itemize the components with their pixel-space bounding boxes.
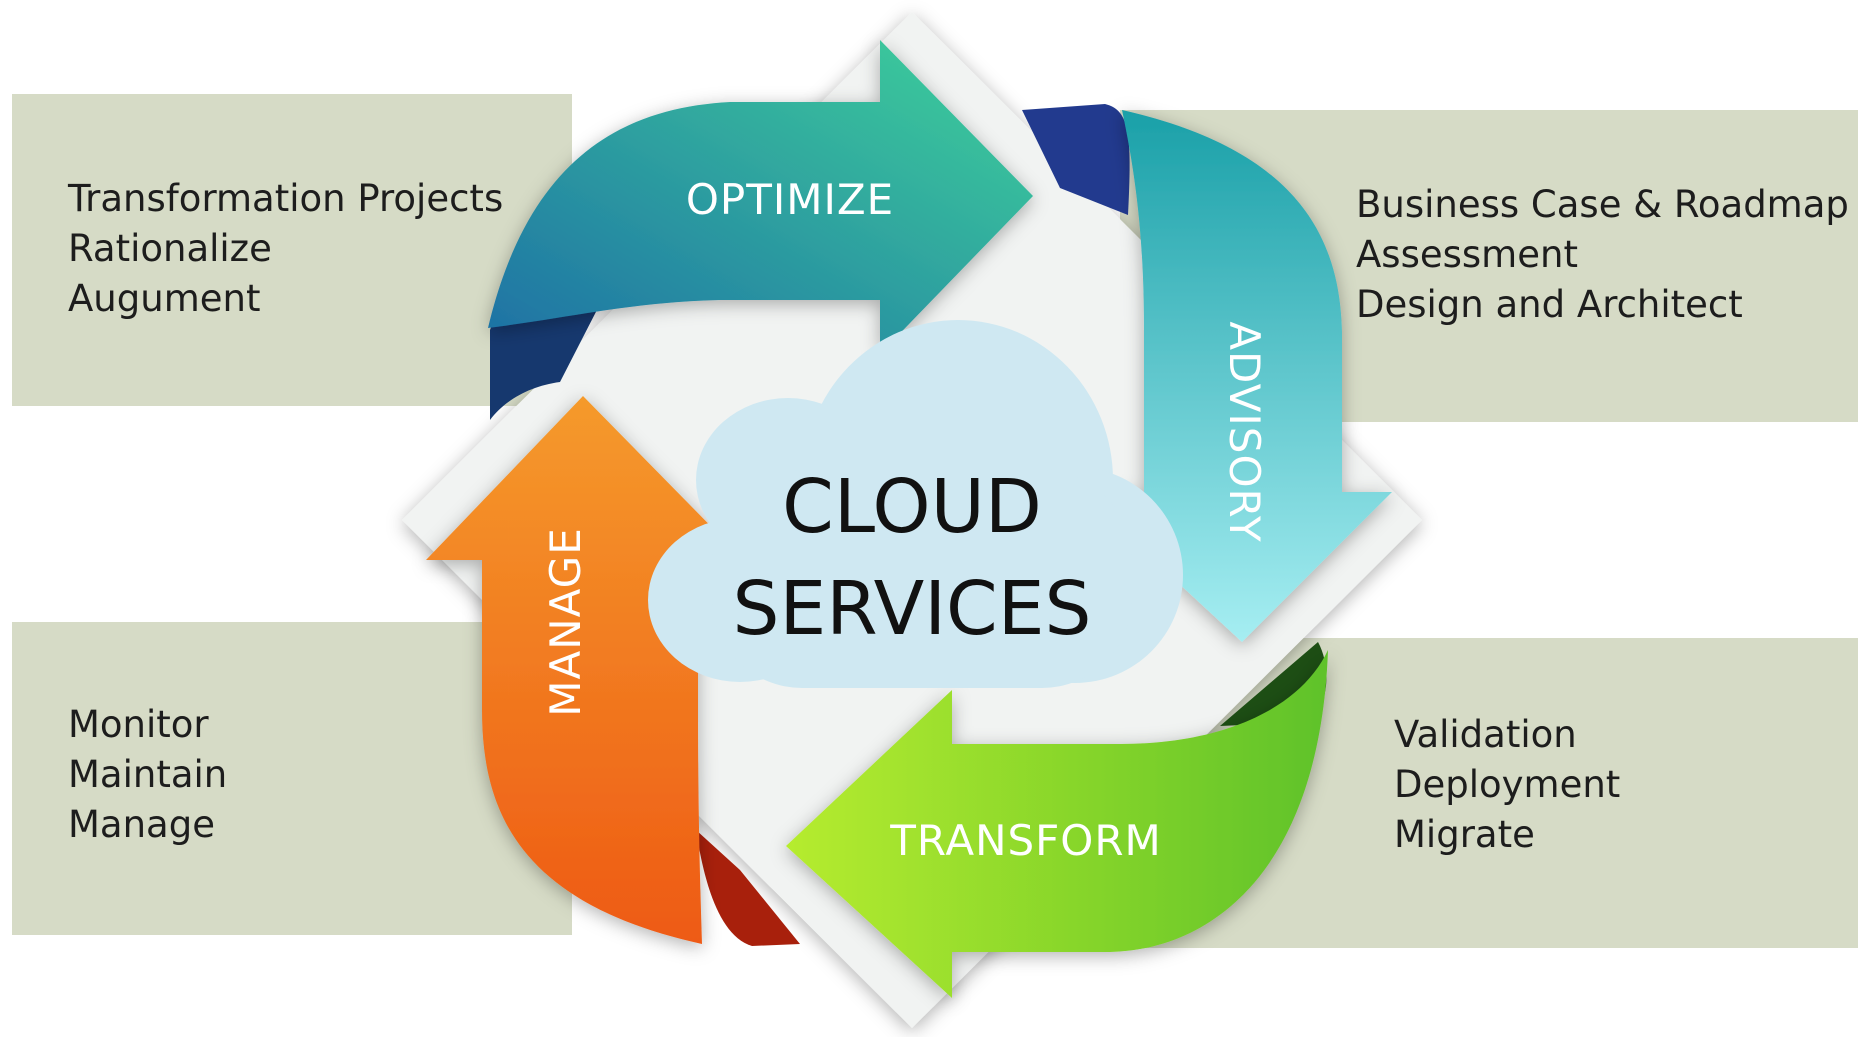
bottom-left-band bbox=[12, 622, 572, 935]
transform-arrow bbox=[786, 650, 1328, 998]
manage-label: MANAGE bbox=[541, 527, 590, 716]
transform-label: TRANSFORM bbox=[889, 816, 1162, 865]
list-item: Transformation Projects bbox=[68, 177, 504, 220]
list-item: Migrate bbox=[1394, 813, 1535, 856]
list-item: Deployment bbox=[1394, 763, 1621, 806]
list-item: Rationalize bbox=[68, 227, 272, 270]
optimize-fold bbox=[490, 301, 600, 420]
center-title-line1: CLOUD bbox=[782, 464, 1042, 550]
list-item: Monitor bbox=[68, 703, 209, 746]
top-left-band bbox=[12, 94, 572, 406]
bottom-right-list: Validation Deployment Migrate bbox=[1394, 710, 1620, 860]
list-item: Validation bbox=[1394, 713, 1577, 756]
list-item: Augument bbox=[68, 277, 261, 320]
top-left-list: Transformation Projects Rationalize Augu… bbox=[68, 174, 503, 324]
advisory-label: ADVISORY bbox=[1220, 321, 1269, 542]
list-item: Design and Architect bbox=[1356, 283, 1743, 326]
cloud-icon bbox=[648, 320, 1183, 688]
optimize-arrow bbox=[488, 40, 1033, 354]
bottom-left-list: Monitor Maintain Manage bbox=[68, 700, 227, 850]
list-item: Business Case & Roadmap bbox=[1356, 183, 1849, 226]
manage-arrow bbox=[426, 396, 744, 944]
list-item: Manage bbox=[68, 803, 215, 846]
optimize-label: OPTIMIZE bbox=[686, 175, 894, 224]
list-item: Assessment bbox=[1356, 233, 1578, 276]
center-title-line2: SERVICES bbox=[733, 566, 1092, 652]
list-item: Maintain bbox=[68, 753, 228, 796]
top-right-list: Business Case & Roadmap Assessment Desig… bbox=[1356, 180, 1849, 330]
advisory-fold bbox=[1022, 104, 1130, 215]
manage-fold bbox=[696, 830, 800, 946]
